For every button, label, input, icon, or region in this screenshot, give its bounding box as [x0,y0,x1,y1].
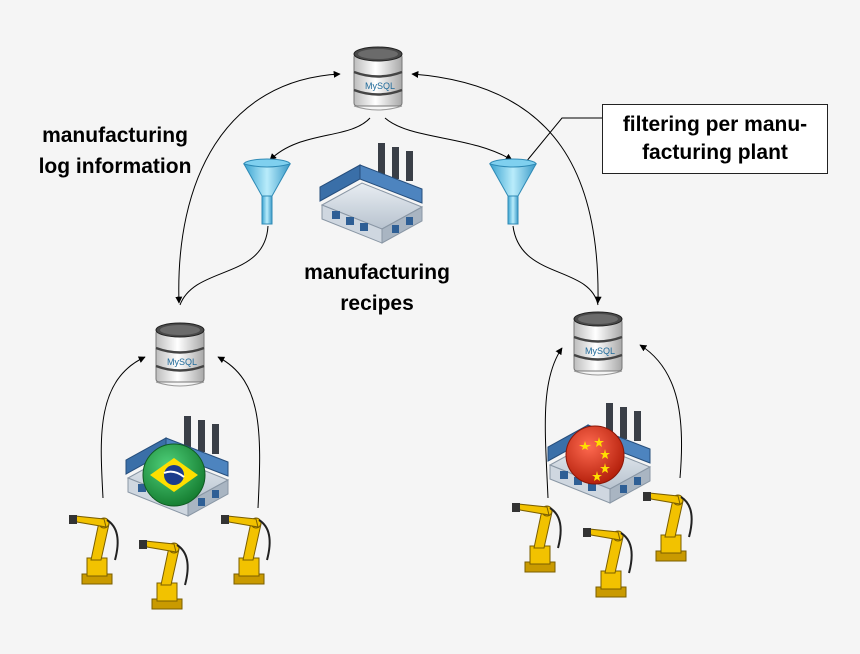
robot-arm-icon [220,514,271,585]
recipes-label-line-2: recipes [340,292,414,315]
recipes-label: manufacturing recipes [282,257,472,319]
arrow-right-funnel-to-china-db [512,225,599,306]
brazil-flag-icon [142,443,206,507]
china-flag-icon [565,425,625,485]
robot-arm-icon [582,527,633,598]
arrow-central-to-china-db [411,70,602,304]
robot-arm-icon [642,491,693,562]
arrow-central-to-brazil-db [175,70,341,304]
left-funnel-icon [243,158,291,225]
arrow-robot-to-china-db-right [639,344,683,479]
arrow-robot-to-china-db-left [544,347,563,499]
filtering-callout-box: filtering per manu- facturing plant [602,104,828,174]
log-label-line-1: manufacturing [42,124,188,147]
callout-line-2: facturing plant [642,141,788,164]
recipes-label-line-1: manufacturing [304,261,450,284]
china-plant-database-icon: MySQL [572,310,624,377]
brazil-plant-database-icon: MySQL [154,321,206,388]
robot-arm-icon [68,514,119,585]
central-factory-icon [319,142,423,244]
central-database-icon: MySQL [352,45,404,112]
connector-lines [100,70,683,509]
robot-arm-icon [511,502,562,573]
callout-pointer [520,117,602,169]
arrow-robot-to-brazil-db-left [100,356,146,499]
arrow-central-to-left-funnel [269,117,371,161]
mysql-logo-text: MySQL [167,357,197,367]
arrow-left-funnel-to-brazil-db [179,225,269,306]
log-information-label: manufacturing log information [20,120,210,182]
robot-arm-icon [138,539,189,610]
mysql-logo-text: MySQL [585,346,615,356]
arrow-central-to-right-funnel [384,117,513,161]
right-funnel-icon [489,158,537,225]
arrow-robot-to-brazil-db-right [217,356,261,509]
mysql-logo-text: MySQL [365,81,395,91]
log-label-line-2: log information [38,155,192,178]
callout-line-1: filtering per manu- [622,113,808,136]
